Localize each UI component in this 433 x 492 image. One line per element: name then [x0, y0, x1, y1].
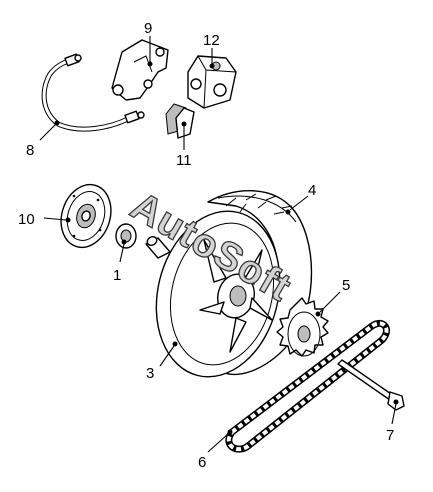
callout-4: 4 — [308, 182, 316, 199]
callout-7: 7 — [386, 427, 394, 444]
callout-11: 11 — [176, 152, 192, 169]
callout-9: 9 — [144, 20, 152, 37]
callout-12: 12 — [203, 32, 220, 49]
brake-pads — [165, 103, 195, 139]
callout-6: 6 — [198, 454, 206, 471]
callout-5: 5 — [342, 277, 350, 294]
callout-1: 1 — [113, 267, 121, 284]
wheel-bearing — [115, 223, 137, 249]
callout-10: 10 — [18, 211, 35, 228]
drive-chain — [225, 319, 390, 453]
rear-sprocket — [276, 297, 329, 357]
caliper-bracket — [111, 39, 169, 101]
callout-8: 8 — [26, 142, 34, 159]
callout-labels: 9 12 8 11 10 1 4 5 3 7 6 — [18, 20, 394, 471]
callout-3: 3 — [146, 365, 154, 382]
brake-caliper — [187, 55, 237, 109]
leader-lines — [39, 36, 399, 453]
brake-disc — [60, 183, 112, 249]
wheel-rim — [155, 210, 281, 378]
brake-hose — [41, 53, 145, 132]
